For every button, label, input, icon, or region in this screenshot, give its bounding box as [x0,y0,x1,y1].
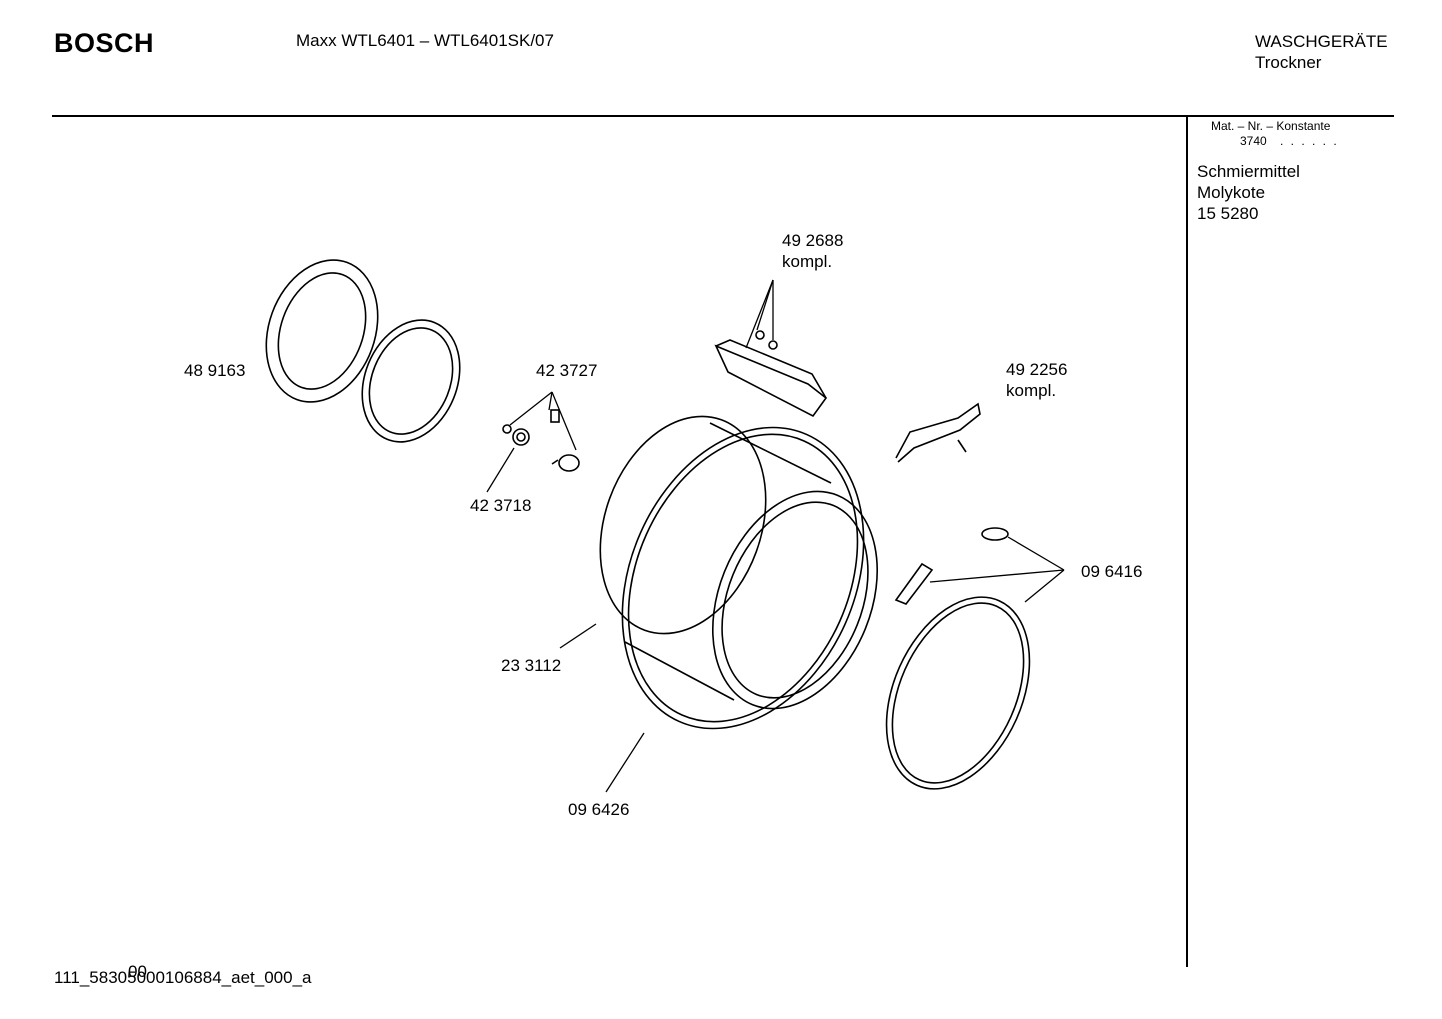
category-label: WASCHGERÄTE Trockner [1255,31,1388,73]
part-number: 49 2688 [782,231,844,250]
part-label-489163: 48 9163 [184,361,246,380]
part-note: kompl. [1006,381,1057,400]
part-label-096416: 09 6416 [1081,562,1143,581]
part-label-423727: 42 3727 [536,361,598,380]
flange-gasket-inner [361,319,461,443]
lever-assembly-part [895,402,981,463]
part-note: kompl. [782,252,833,271]
lubricant-line-1: Schmiermittel [1197,162,1300,181]
brand-logo: BOSCH [54,28,155,58]
material-constant-value: 3740 [1240,134,1267,148]
document-code: 111_58305000106884_aet_000_a [54,968,312,987]
slider-pads-part [894,527,1009,605]
lubricant-line-3: 15 5280 [1197,204,1259,223]
part-number: 49 2256 [1006,360,1068,379]
lubricant-info: Schmiermittel Molykote 15 5280 [1197,161,1300,224]
screw-part [502,409,580,472]
model-title: Maxx WTL6401 – WTL6401SK/07 [296,31,554,50]
part-label-233112: 23 3112 [501,656,562,675]
lubricant-line-2: Molykote [1197,183,1266,202]
drum-part [599,415,879,710]
part-label-423718: 42 3718 [470,496,532,515]
document-code-overlap: 00 [128,962,147,981]
flange-gasket-outer [265,259,379,403]
material-constant-dots: . . . . . . [1280,134,1339,148]
leader-lines [486,279,1065,793]
category-line-1: WASCHGERÄTE [1255,32,1388,51]
felt-seal-ring-part [885,596,1031,790]
part-label-492688: 49 2688 kompl. [782,230,843,272]
material-number-header: Mat. – Nr. – Konstante [1211,119,1331,133]
part-label-492256: 49 2256 kompl. [1006,359,1067,401]
drum-front-ring-part [621,426,865,730]
category-line-2: Trockner [1255,53,1322,72]
bearing-bracket-part [714,330,828,418]
part-label-096426: 09 6426 [568,800,630,819]
